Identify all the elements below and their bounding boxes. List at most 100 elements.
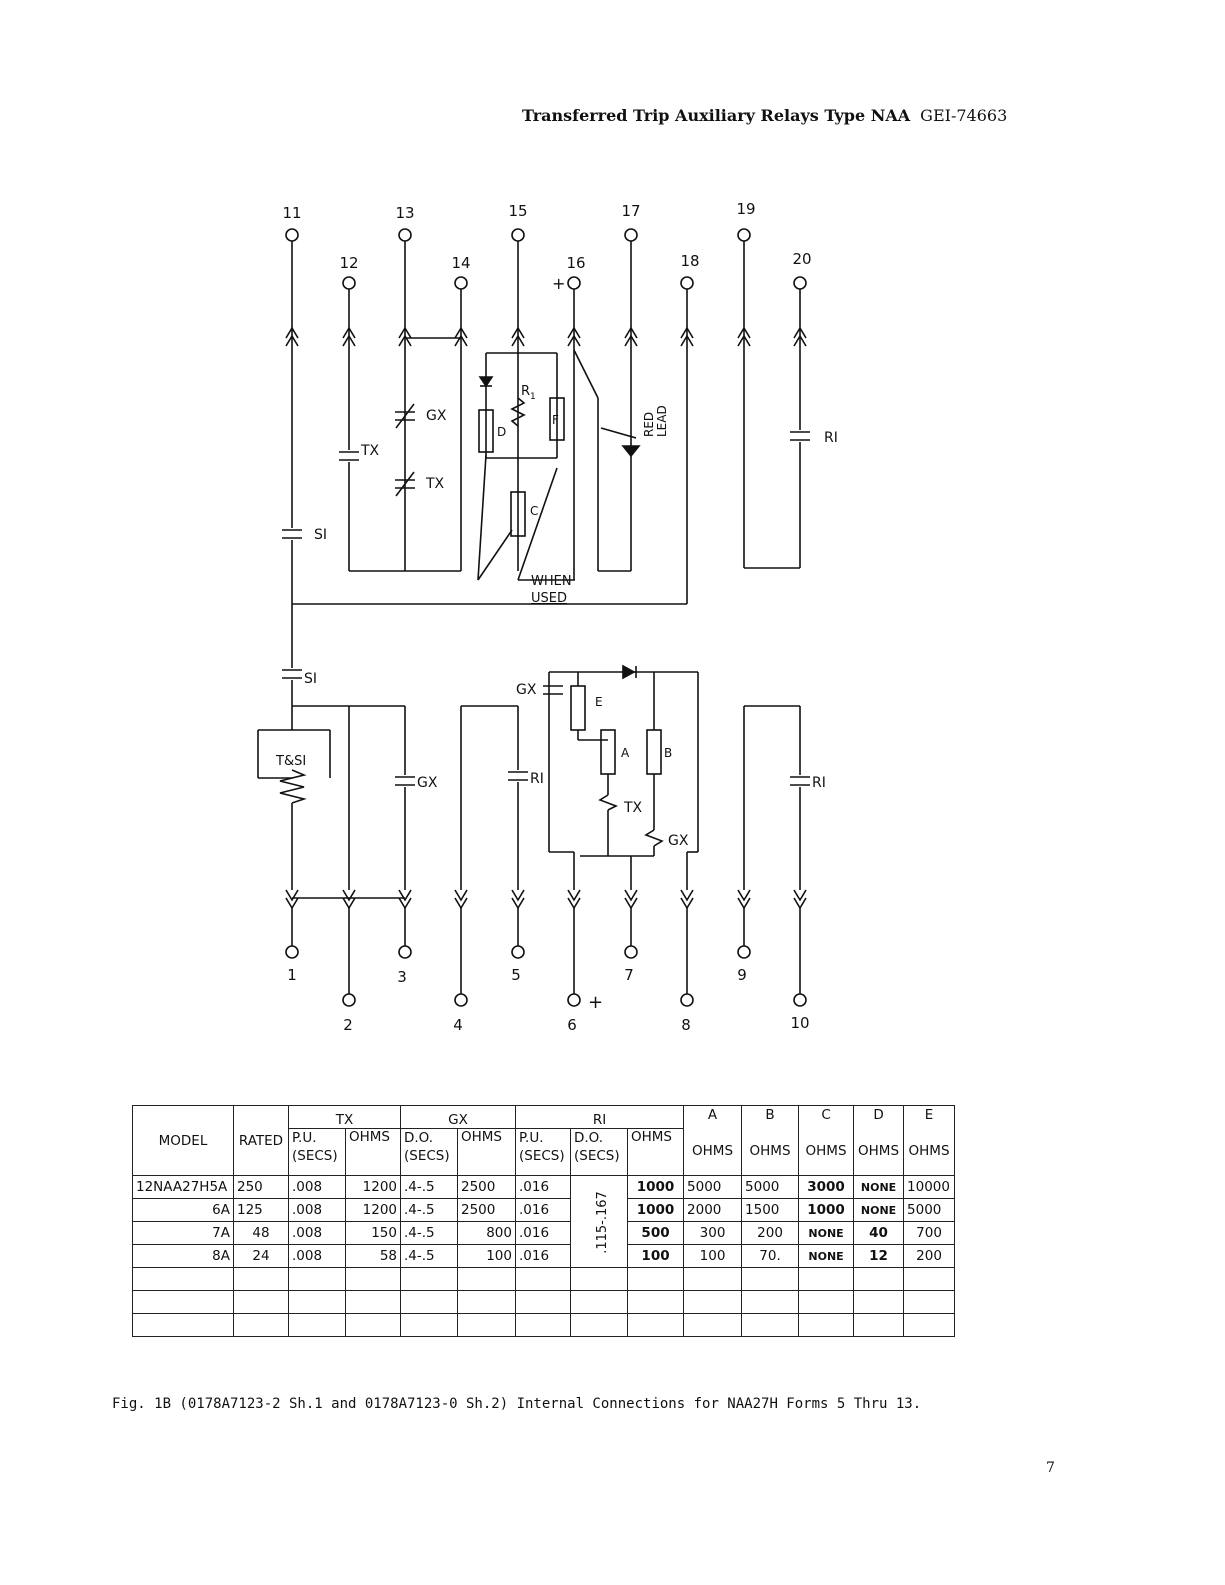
blank-cell	[741, 1267, 800, 1291]
cell-d: 12	[853, 1244, 905, 1268]
blank-cell	[345, 1267, 401, 1291]
blank-cell	[132, 1313, 234, 1337]
label-si-bottom: SI	[304, 671, 317, 687]
tx-pu-secs: (SECS)	[292, 1148, 338, 1164]
cell-ri-pu: .016	[515, 1175, 571, 1199]
blank-cell	[683, 1267, 743, 1291]
cell-model: 6A	[132, 1198, 234, 1222]
label-when-used-2: USED	[531, 591, 567, 606]
label-when-used-1: WHEN	[531, 574, 572, 589]
terminal-11: 11	[282, 204, 301, 222]
ri-do-secs: (SECS)	[574, 1148, 620, 1164]
terminal-15: 15	[508, 202, 527, 220]
terminal-numbers: 11 12 13 14 15 16 17 18 19 20 1 2 3 4 5 …	[282, 200, 811, 1034]
cell-gx-do: .4-.5	[400, 1175, 458, 1199]
cell-model: 7A	[132, 1221, 234, 1245]
cell-tx-ohms: 1200	[345, 1198, 401, 1222]
top-terminal-circles	[285, 228, 807, 290]
blank-cell	[798, 1313, 855, 1337]
header-title: Transferred Trip Auxiliary Relays Type N…	[522, 106, 911, 125]
cell-gx-ohms: 2500	[457, 1198, 516, 1222]
col-ri: RI	[514, 1105, 685, 1129]
label-e: E	[595, 695, 603, 709]
terminal-5: 5	[511, 966, 521, 984]
label-ri-right: RI	[812, 775, 826, 791]
cell-gx-do: .4-.5	[400, 1244, 458, 1268]
blank-cell	[515, 1267, 571, 1291]
col-e: E OHMS	[903, 1105, 956, 1176]
cell-d: NONE	[853, 1175, 905, 1199]
label-plus-bottom: +	[588, 992, 603, 1013]
cell-tx-pu: .008	[288, 1175, 346, 1199]
col-tx-ohms: OHMS	[345, 1128, 401, 1176]
cell-c: 1000	[798, 1198, 855, 1222]
blank-cell	[853, 1290, 905, 1314]
label-red-lead-2: LEAD	[655, 405, 669, 437]
blank-cell	[903, 1313, 956, 1337]
cell-rated: 125	[233, 1198, 289, 1222]
blank-cell	[515, 1290, 571, 1314]
col-e-ohms: OHMS	[908, 1143, 950, 1159]
cell-b: 1500	[741, 1198, 800, 1222]
header-code: GEI-74663	[920, 106, 1008, 125]
terminal-1: 1	[287, 966, 297, 984]
cell-b: 70.	[741, 1244, 800, 1268]
label-gx-coil: GX	[516, 682, 537, 698]
gx-do-label: D.O.	[404, 1130, 434, 1146]
cell-d: 40	[853, 1221, 905, 1245]
blank-cell	[457, 1267, 516, 1291]
blank-cell	[288, 1267, 346, 1291]
terminal-17: 17	[621, 202, 640, 220]
terminal-20: 20	[792, 250, 811, 268]
cell-d: NONE	[853, 1198, 905, 1222]
table-row: 6A 125 .008 1200 .4-.5 2500 .016 1000 20…	[132, 1198, 956, 1222]
ri-pu-secs: (SECS)	[519, 1148, 565, 1164]
label-r1-main: R	[521, 384, 530, 399]
col-gx-do: D.O.(SECS)	[400, 1128, 458, 1176]
cell-model: 12NAA27H5A	[132, 1175, 234, 1199]
cell-tx-pu: .008	[288, 1221, 346, 1245]
cell-ri-ohms: 100	[626, 1244, 685, 1268]
blank-cell	[626, 1267, 685, 1291]
figure-caption: Fig. 1B (0178A7123-2 Sh.1 and 0178A7123-…	[112, 1396, 922, 1412]
blank-cell	[741, 1313, 800, 1337]
col-model: MODEL	[132, 1105, 234, 1176]
page-number: 7	[1046, 1460, 1055, 1476]
col-gx: GX	[400, 1105, 516, 1129]
blank-cell	[626, 1290, 685, 1314]
col-c-label: C	[821, 1107, 831, 1123]
cell-a: 2000	[683, 1198, 743, 1222]
blank-cell	[570, 1313, 628, 1337]
blank-cell	[345, 1290, 401, 1314]
blank-cell	[233, 1290, 289, 1314]
ri-do-value: .115-.167	[594, 1190, 610, 1254]
blank-cell	[570, 1267, 628, 1291]
blank-cell	[457, 1290, 516, 1314]
terminal-19: 19	[736, 200, 755, 218]
terminal-14: 14	[451, 254, 470, 272]
label-r1: R1	[521, 384, 536, 402]
blank-cell	[400, 1290, 458, 1314]
blank-cell	[457, 1313, 516, 1337]
bottom-terminal-circles	[285, 945, 807, 1007]
label-c: C	[530, 504, 538, 518]
blank-cell	[683, 1313, 743, 1337]
col-e-label: E	[924, 1107, 934, 1123]
table-row: 7A 48 .008 150 .4-.5 800 .016 500 300 20…	[132, 1221, 956, 1245]
blank-cell	[132, 1290, 234, 1314]
blank-cell	[288, 1313, 346, 1337]
internal-connections-diagram: 11 12 13 14 15 16 17 18 19 20 1 2 3 4 5 …	[257, 200, 838, 1034]
cell-tx-ohms: 1200	[345, 1175, 401, 1199]
cell-e: 200	[903, 1244, 956, 1268]
cell-tx-ohms: 150	[345, 1221, 401, 1245]
cell-tx-pu: .008	[288, 1244, 346, 1268]
cell-tx-pu: .008	[288, 1198, 346, 1222]
terminal-6: 6	[567, 1016, 577, 1034]
col-d-label: D	[873, 1107, 884, 1123]
terminal-10: 10	[790, 1014, 809, 1032]
cell-model: 8A	[132, 1244, 234, 1268]
blank-cell	[741, 1290, 800, 1314]
